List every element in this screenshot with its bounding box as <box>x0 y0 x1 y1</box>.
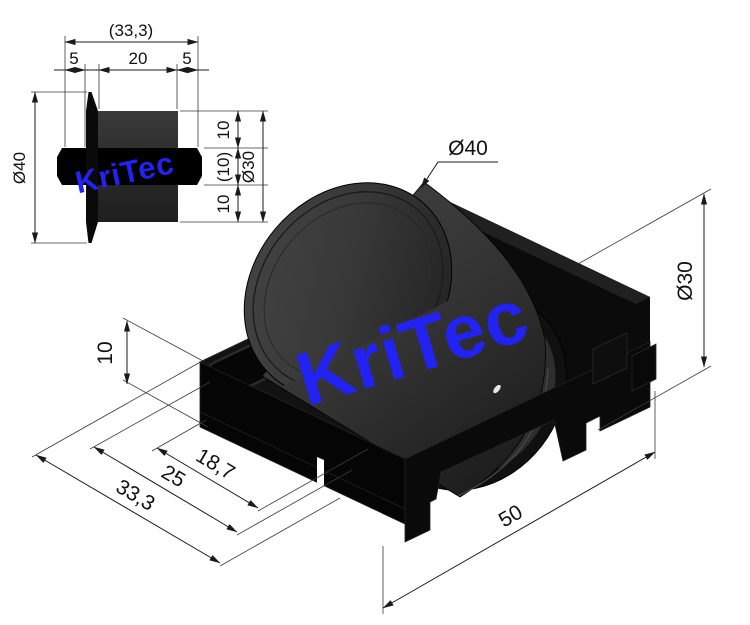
dim-width-inner: 18,7 <box>192 444 239 485</box>
dim-mid-seg: 20 <box>129 49 148 68</box>
dim-chain-bottom: 10 <box>214 195 233 214</box>
iso-view: Ø40 Ø30 10 18,7 25 33,3 50 KriTec <box>31 137 712 614</box>
iso-front-left-groove <box>199 411 406 510</box>
iso-clip-tab-2 <box>631 343 657 392</box>
iso-dimension-lines <box>35 161 708 609</box>
dim-left-seg: 5 <box>69 49 78 68</box>
iso-raised-housing-top <box>438 202 650 304</box>
dim-block-height: 10 <box>94 341 117 364</box>
section-part <box>57 92 202 243</box>
dim-block-length: 50 <box>495 501 527 533</box>
iso-axle-glint <box>493 384 501 394</box>
dim-chain-top: 10 <box>214 121 233 140</box>
dim-overall-width: (33,3) <box>109 21 153 40</box>
iso-raised-housing <box>450 202 650 390</box>
dim-wheel-diameter: Ø40 <box>448 137 488 160</box>
iso-clip-tab-1 <box>592 332 628 385</box>
dim-right-seg: 5 <box>182 49 191 68</box>
dim-chain-mid: (10) <box>214 152 233 182</box>
dim-body-diameter: Ø30 <box>239 151 258 183</box>
dim-outer-diameter: Ø40 <box>10 152 29 184</box>
section-dimension-lines <box>31 38 267 244</box>
section-view: (33,3) 5 20 5 Ø40 10 (10) 10 Ø30 KriTec <box>10 21 268 244</box>
dim-iso-body-diameter: Ø30 <box>674 261 697 301</box>
iso-front-left-notch <box>317 457 324 486</box>
section-flange <box>86 92 98 243</box>
